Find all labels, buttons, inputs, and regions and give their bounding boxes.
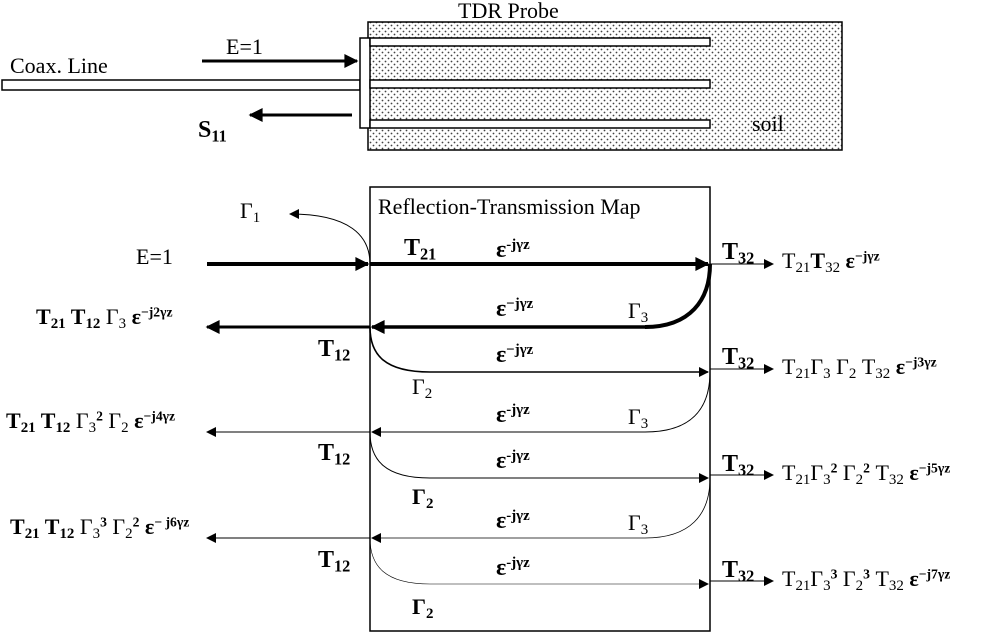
gamma2-curve-2 bbox=[369, 431, 431, 479]
gamma3-label-2: Γ3 bbox=[628, 404, 649, 433]
right-output-4: T21Γ33 Γ23 T32 ε−j7γz bbox=[782, 566, 951, 595]
right-output-1: T21T32 ε−jγz bbox=[782, 248, 880, 277]
eps-label-5: ε-jγz bbox=[496, 447, 530, 474]
gamma3-curve-2 bbox=[644, 371, 711, 433]
probe-rod-1 bbox=[369, 37, 711, 47]
eps-label-6: ε-jγz bbox=[496, 507, 530, 534]
eps-label-4: ε-jγz bbox=[496, 401, 530, 428]
gamma1-curve bbox=[289, 209, 371, 265]
s11-label: S11 bbox=[198, 117, 227, 146]
left-output-2: T21 T12 Γ32 Γ2 ε−j4γz bbox=[6, 408, 176, 437]
gamma3-label-1: Γ3 bbox=[628, 298, 649, 327]
gamma2-label-2: Γ2 bbox=[412, 484, 434, 513]
gamma1-label: Γ1 bbox=[240, 198, 261, 227]
gamma3-label-3: Γ3 bbox=[628, 510, 649, 539]
probe-head bbox=[359, 37, 371, 129]
t32-label-1: T32 bbox=[722, 239, 755, 268]
left-output-3: T21 T12 Γ33 Γ22 ε− j6γz bbox=[10, 514, 190, 543]
t32-label-3: T32 bbox=[722, 451, 755, 480]
gamma3-curve-1 bbox=[644, 263, 712, 329]
probe-rod-3 bbox=[369, 119, 711, 129]
map-title: Reflection-Transmission Map bbox=[378, 194, 641, 219]
eps-label-2: ε−jγz bbox=[496, 295, 534, 322]
gamma2-curve-1 bbox=[369, 326, 431, 373]
map-box bbox=[369, 186, 711, 632]
left-output-1: T21 T12 Γ3 ε−j2γz bbox=[36, 304, 173, 333]
gamma2-label-3: Γ2 bbox=[412, 594, 434, 623]
t32-label-4: T32 bbox=[722, 557, 755, 586]
eps-label-7: ε-jγz bbox=[496, 554, 530, 581]
right-output-2: T21Γ3 Γ2 T32 ε−j3γz bbox=[782, 354, 937, 383]
coax-line-label: Coax. Line bbox=[10, 53, 108, 78]
eps-label-1: ε-jγz bbox=[496, 236, 530, 263]
probe-rod-2 bbox=[369, 79, 711, 89]
gamma3-curve-3 bbox=[644, 477, 711, 539]
gamma2-curve-3 bbox=[369, 537, 431, 585]
right-output-3: T21Γ32 Γ22 T32 ε−j5γz bbox=[782, 460, 951, 489]
t12-label-2: T12 bbox=[318, 440, 351, 469]
gamma2-label-1: Γ2 bbox=[412, 374, 433, 403]
t12-label-1: T12 bbox=[318, 336, 351, 365]
probe-title: TDR Probe bbox=[458, 0, 559, 23]
t12-label-3: T12 bbox=[318, 547, 351, 576]
probe-incident-label: E=1 bbox=[226, 34, 263, 59]
soil-label: soil bbox=[752, 111, 784, 136]
map-incident-label: E=1 bbox=[136, 244, 173, 269]
coax-line bbox=[1, 79, 361, 91]
eps-label-3: ε−jγz bbox=[496, 341, 534, 368]
t21-label: T21 bbox=[404, 235, 437, 264]
t32-label-2: T32 bbox=[722, 344, 755, 373]
